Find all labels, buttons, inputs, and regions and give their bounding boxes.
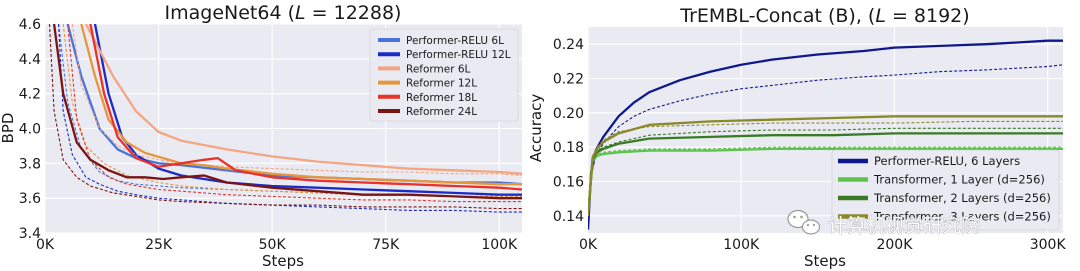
y-tick-label: 4.0 [19, 122, 41, 138]
y-axis-label: Accuracy [527, 94, 545, 163]
y-tick-label: 0.22 [553, 72, 584, 88]
series-line-dashed [67, 24, 522, 203]
legend-label: Transformer, 3 Layers (d=256) [873, 210, 1051, 224]
y-axis-label: BPD [0, 113, 17, 144]
watermark: 计算机视觉研究院 [787, 209, 980, 237]
legend-label: Performer-RELU 6L [406, 35, 504, 47]
legend-label: Reformer 18L [406, 92, 477, 104]
x-tick-label: 100K [723, 237, 760, 253]
legend: Performer-RELU 6L Performer-RELU 12L Refor… [369, 28, 519, 122]
series-line-dashed [58, 24, 522, 213]
tick-labels: 0K 25K 50K 75K 100K 3.4 3.6 3.8 4.0 4.2 4.4 4.6 [19, 17, 518, 253]
y-tick-label: 4.2 [19, 87, 41, 103]
y-tick-label: 3.8 [19, 156, 41, 172]
y-tick-label: 4.6 [19, 17, 41, 33]
x-tick-label: 25K [145, 237, 173, 253]
series-line-dashed [62, 24, 522, 197]
chart-title: TrEMBL-Concat (B), (L = 8192) [679, 5, 969, 27]
series-line [84, 24, 522, 175]
series-line [588, 39, 1063, 230]
legend-frame [369, 28, 519, 122]
x-tick-label: 50K [259, 237, 287, 253]
chart-imagenet64: 0K 25K 50K 75K 100K 3.4 3.6 3.8 4.0 4.2 4.4 4.6 Ima… [0, 2, 522, 270]
series-line-dashed [588, 120, 1063, 216]
watermark-text: 计算机视觉研究院 [828, 215, 980, 237]
legend-label: Transformer, 1 Layer (d=256) [873, 173, 1045, 187]
legend-label: Transformer, 2 Layers (d=256) [873, 191, 1051, 205]
series-line [80, 24, 522, 186]
wechat-icon [787, 209, 821, 235]
y-tick-label: 0.24 [553, 37, 584, 53]
x-tick-label: 100K [481, 237, 518, 253]
y-tick-label: 4.4 [19, 52, 41, 68]
series-line [588, 132, 1063, 216]
series-line-dashed [588, 64, 1063, 230]
x-axis-label: Steps [262, 252, 304, 270]
y-tick-label: 3.4 [19, 226, 41, 242]
series-line [52, 24, 522, 200]
x-tick-label: 300K [1030, 237, 1067, 253]
chart-title: ImageNet64 (L = 12288) [165, 2, 402, 24]
tick-labels: 0K 100K 200K 300K 0.14 0.16 0.18 0.20 0.22 0.24 [553, 37, 1067, 253]
x-tick-label: 200K [876, 237, 913, 253]
series-layer [588, 39, 1063, 230]
y-tick-label: 0.14 [553, 209, 584, 225]
y-tick-label: 0.18 [553, 140, 584, 156]
y-tick-label: 0.20 [553, 106, 584, 122]
series-line-dashed [48, 24, 522, 210]
legend-label: Performer-RELU 12L [406, 49, 511, 61]
series-line-dashed [71, 24, 522, 177]
y-tick-label: 3.6 [19, 191, 41, 207]
chart-trembl: 0K 100K 200K 300K 0.14 0.16 0.18 0.20 0.22 0.24 T… [527, 5, 1066, 270]
series-line [588, 115, 1063, 216]
legend-label: Reformer 6L [406, 63, 471, 75]
x-tick-label: 75K [372, 237, 400, 253]
legend-label: Reformer 24L [406, 106, 477, 118]
series-layer [48, 24, 522, 213]
x-tick-label: 0K [36, 237, 55, 253]
y-tick-label: 0.16 [553, 175, 584, 191]
x-axis-label: Steps [804, 252, 846, 270]
legend-label: Performer-RELU, 6 Layers [874, 154, 1020, 168]
series-line [89, 24, 522, 191]
legend-label: Reformer 12L [406, 78, 477, 90]
x-tick-label: 0K [579, 237, 598, 253]
series-line [588, 147, 1063, 216]
legend-frame [831, 149, 1060, 231]
